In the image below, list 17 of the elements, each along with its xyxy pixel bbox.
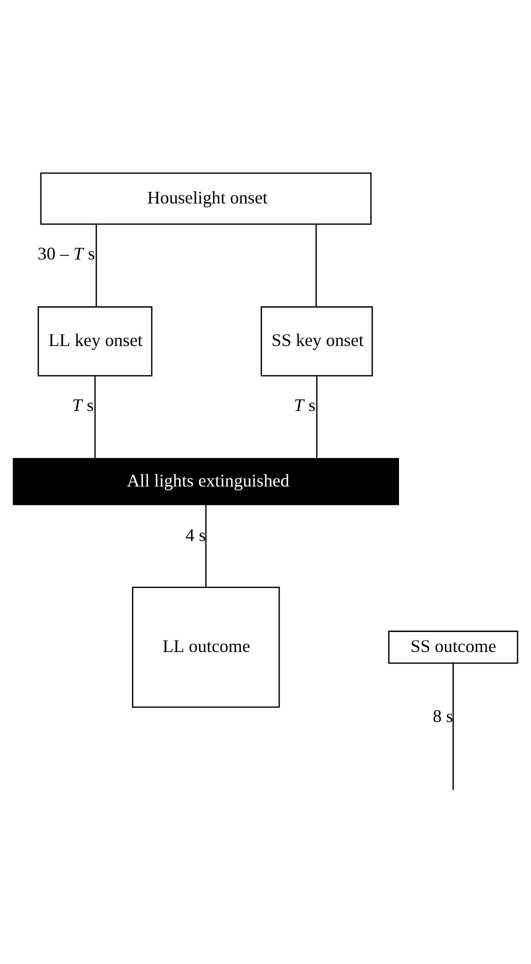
node-box: Houselight onset [40,172,372,225]
node-box: SS key onset [260,306,373,376]
connector [316,376,318,458]
node-box: All lights extinguished [12,458,400,506]
connector [316,224,317,307]
node-box: SS outcome [388,630,518,664]
edge-label: 8 s [432,706,454,726]
edge-label: 4 s [186,525,206,546]
edge-label: 30 – T s [38,243,95,264]
node-box: LL outcome [132,586,280,708]
connector [94,376,96,458]
node-box: LL key onset [38,306,152,376]
connector [96,224,97,307]
edge-label: T s [294,395,316,416]
edge-label: T s [72,395,94,416]
connector [452,664,454,790]
connector [205,504,207,588]
